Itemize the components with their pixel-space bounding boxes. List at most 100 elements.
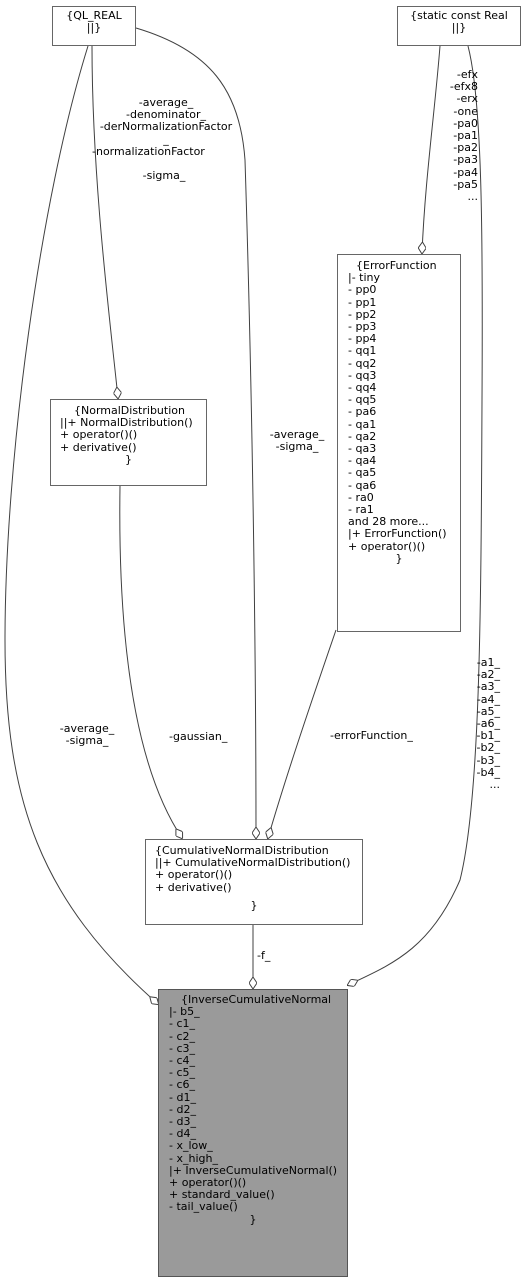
- node-line: - c1_: [169, 1017, 196, 1031]
- edge-label-line: -pa2: [453, 141, 478, 155]
- edge-label-line: -pa5: [453, 177, 478, 191]
- node-line: - d2_: [169, 1102, 196, 1116]
- edge-label-normal-to-cumulative: -gaussian_: [169, 730, 227, 743]
- edge-label-line: -erx: [456, 92, 478, 106]
- node-line: - ra0: [348, 490, 374, 504]
- edge-ql-to-inverse: [4, 45, 158, 1004]
- edge-label-line: -a4_: [476, 692, 500, 706]
- node-line: |- tiny: [348, 271, 381, 285]
- edge-label-line: ...: [489, 778, 501, 792]
- node-title: {static const Real: [410, 9, 508, 22]
- node-static-const-real[interactable]: {static const Real ||}: [397, 6, 521, 46]
- node-line: + operator()(): [155, 868, 233, 882]
- node-line: - c6_: [169, 1078, 196, 1092]
- edge-label-line: -pa4: [453, 165, 478, 179]
- edge-label-line: -sigma_: [65, 734, 109, 748]
- node-inverse-cumulative-normal[interactable]: {InverseCumulativeNormal |- b5_ - c1_ - …: [158, 989, 348, 1277]
- node-line: ||+ NormalDistribution(): [60, 416, 193, 430]
- edge-ql-to-normal: [91, 45, 118, 398]
- edge-label-ql-to-cumulative: -average_ -sigma_: [262, 428, 332, 454]
- node-line: - pa6: [348, 405, 377, 419]
- edge-ql-to-cumulative: [135, 27, 256, 838]
- node-title: {ErrorFunction: [356, 259, 437, 272]
- edge-label-line: -a3_: [476, 680, 500, 694]
- node-cumulative-normal-distribution[interactable]: {CumulativeNormalDistribution ||+ Cumula…: [145, 839, 363, 925]
- edge-static-to-inverse: [348, 45, 483, 985]
- node-line: ||+ CumulativeNormalDistribution(): [155, 856, 351, 870]
- node-line: - d1_: [169, 1090, 196, 1104]
- edge-label-line: -b4_: [476, 765, 500, 779]
- node-line: - qq3: [348, 368, 377, 382]
- edge-label-line: -normalizationFactor: [92, 144, 205, 158]
- node-closing: }: [249, 1212, 257, 1226]
- edge-label-line: -sigma_: [275, 440, 319, 454]
- node-line: - c4_: [169, 1054, 196, 1068]
- edge-label-line: -sigma_: [142, 168, 186, 182]
- node-line: |+ ErrorFunction(): [348, 527, 447, 541]
- node-line: + standard_value(): [169, 1188, 275, 1202]
- edge-error-to-cumulative: [268, 629, 337, 838]
- node-line: - qa5: [348, 466, 377, 480]
- node-line: - qa2: [348, 429, 377, 443]
- edge-label-line: -derNormalizationFactor: [99, 120, 233, 134]
- node-line: - c5_: [169, 1066, 196, 1080]
- edge-label-line: -efx: [456, 68, 478, 81]
- edge-label-line: -a5_: [476, 704, 500, 718]
- edge-label-line: -a2_: [476, 668, 500, 682]
- node-line: - d4_: [169, 1127, 196, 1141]
- node-closing: }: [395, 551, 403, 565]
- node-ql-real[interactable]: {QL_REAL ||}: [52, 6, 136, 46]
- edge-normal-to-cumulative: [119, 485, 182, 838]
- edge-label-ql-to-inverse: -average_ -sigma_: [52, 722, 122, 748]
- node-line: - pp0: [348, 283, 377, 297]
- node-normal-distribution[interactable]: {NormalDistribution ||+ NormalDistributi…: [50, 399, 207, 486]
- edge-label-line: -a6_: [476, 717, 500, 731]
- node-line: and 28 more...: [348, 515, 429, 529]
- edge-label-line: -average_: [59, 722, 115, 735]
- edge-label-line: -f_: [257, 949, 271, 962]
- node-line: - pp2: [348, 307, 377, 321]
- edge-label-line: ...: [467, 190, 479, 204]
- node-line: + operator()(): [348, 539, 426, 553]
- edge-label-ql-to-normal: -average_ -denominator_ -derNormalizatio…: [92, 96, 240, 182]
- edge-static-to-error: [422, 45, 441, 253]
- node-title: {NormalDistribution: [74, 404, 185, 417]
- node-line: + operator()(): [60, 428, 138, 442]
- node-line: - x_low_: [169, 1139, 213, 1153]
- node-line: - qa1: [348, 417, 377, 431]
- node-closing: }: [250, 898, 258, 912]
- node-line: ||}: [451, 21, 467, 35]
- node-line: - qq2: [348, 356, 377, 370]
- node-line: - c2_: [169, 1029, 196, 1043]
- edge-label-line: -b3_: [476, 753, 500, 767]
- edge-label-line: -efx8: [449, 80, 478, 94]
- edge-label-cumulative-to-inverse: -f_: [257, 949, 271, 962]
- node-line: |- b5_: [169, 1005, 200, 1019]
- edge-label-line: -errorFunction_: [330, 729, 413, 742]
- node-line: - qq5: [348, 393, 377, 407]
- node-line: - qa3: [348, 442, 377, 456]
- node-line: - qq4: [348, 381, 377, 395]
- edge-label-line: _: [163, 132, 169, 146]
- node-title: {InverseCumulativeNormal: [181, 993, 332, 1006]
- edge-label-line: -denominator_: [126, 108, 206, 122]
- edge-label-line: -pa0: [453, 116, 478, 130]
- edge-label-line: -a1_: [476, 656, 500, 669]
- edge-label-line: -b2_: [476, 741, 500, 755]
- node-line: - tail_value(): [169, 1200, 238, 1214]
- node-line: - pp3: [348, 320, 377, 334]
- edge-label-line: -pa1: [453, 129, 478, 143]
- node-line: ||}: [86, 21, 102, 35]
- node-line: - pp4: [348, 332, 377, 346]
- node-line: |+ InverseCumulativeNormal(): [169, 1163, 338, 1177]
- node-line: + operator()(): [169, 1176, 247, 1190]
- edge-label-error-to-cumulative: -errorFunction_: [330, 729, 413, 742]
- edge-label-line: -b1_: [476, 729, 500, 743]
- node-line: + derivative(): [60, 440, 137, 454]
- node-line: + derivative(): [155, 880, 232, 894]
- node-closing: }: [125, 452, 132, 466]
- node-line: - ra1: [348, 503, 374, 517]
- node-error-function[interactable]: {ErrorFunction |- tiny - pp0 - pp1 - pp2…: [337, 254, 461, 632]
- node-line: - qq1: [348, 344, 377, 358]
